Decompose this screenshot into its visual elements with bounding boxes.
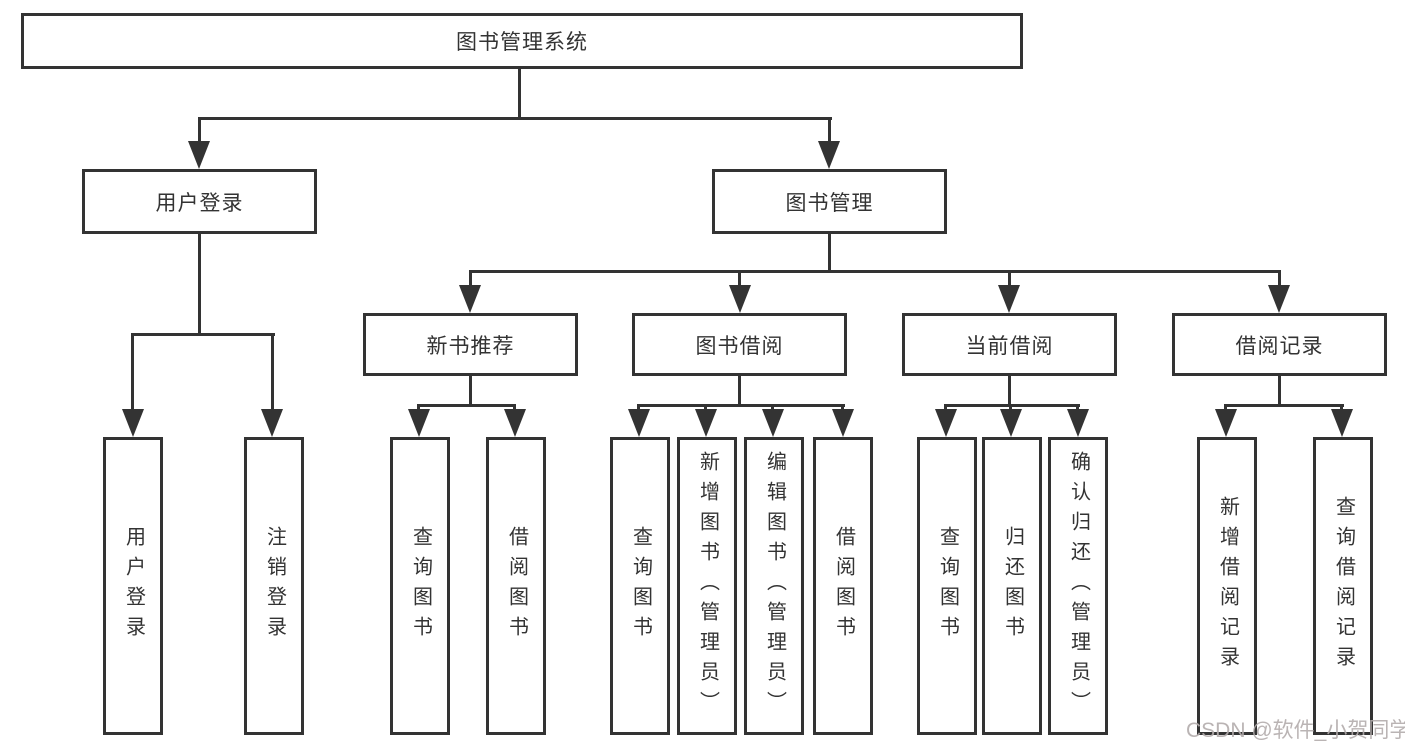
leaf-query-book-borrowing-label: 查询图书 (629, 526, 652, 646)
leaf-user-login: 用户登录 (103, 437, 163, 735)
node-book-management: 图书管理 (712, 169, 947, 234)
leaf-user-login-label: 用户登录 (122, 526, 145, 646)
connector-line (198, 234, 201, 336)
node-borrowing-records: 借阅记录 (1172, 313, 1387, 376)
leaf-add-book-admin-label: 新增图书（管理员） (696, 451, 719, 721)
node-book-borrowing: 图书借阅 (632, 313, 847, 376)
arrowhead (729, 285, 751, 313)
arrowhead (1000, 409, 1022, 437)
node-book-management-label: 图书管理 (785, 191, 874, 215)
node-user-login: 用户登录 (82, 169, 317, 234)
connector-line (469, 270, 1281, 273)
connector-line (198, 117, 832, 120)
leaf-query-book-borrowing: 查询图书 (610, 437, 670, 735)
connector-line (1278, 376, 1281, 407)
arrowhead (1215, 409, 1237, 437)
leaf-logout-label: 注销登录 (263, 526, 286, 646)
leaf-borrow-book-borrowing-label: 借阅图书 (832, 526, 855, 646)
leaf-query-book-current-label: 查询图书 (936, 526, 959, 646)
arrowhead (628, 409, 650, 437)
connector-line (518, 69, 521, 118)
leaf-query-book-recommend: 查询图书 (390, 437, 450, 735)
leaf-edit-book-admin-label: 编辑图书（管理员） (763, 451, 786, 721)
arrowhead (1067, 409, 1089, 437)
node-new-book-recommendation-label: 新书推荐 (426, 334, 515, 358)
arrowhead (762, 409, 784, 437)
node-current-borrowing: 当前借阅 (902, 313, 1117, 376)
leaf-edit-book-admin: 编辑图书（管理员） (744, 437, 804, 735)
arrowhead (832, 409, 854, 437)
arrowhead (695, 409, 717, 437)
leaf-borrow-book-borrowing: 借阅图书 (813, 437, 873, 735)
node-root: 图书管理系统 (21, 13, 1023, 69)
leaf-query-borrow-record: 查询借阅记录 (1313, 437, 1373, 735)
watermark: CSDN @软件_小贺同学 (1186, 719, 1405, 742)
connector-line (271, 333, 274, 413)
node-borrowing-records-label: 借阅记录 (1235, 334, 1324, 358)
leaf-query-book-current: 查询图书 (917, 437, 977, 735)
node-book-borrowing-label: 图书借阅 (695, 334, 784, 358)
connector-line (1008, 376, 1011, 407)
node-new-book-recommendation: 新书推荐 (363, 313, 578, 376)
connector-line (198, 117, 201, 145)
connector-line (637, 404, 845, 407)
arrowhead (261, 409, 283, 437)
leaf-confirm-return-admin-label: 确认归还（管理员） (1067, 451, 1090, 721)
leaf-borrow-book-recommend: 借阅图书 (486, 437, 546, 735)
arrowhead (504, 409, 526, 437)
node-current-borrowing-label: 当前借阅 (965, 334, 1054, 358)
connector-line (828, 234, 831, 272)
connector-line (944, 404, 1080, 407)
leaf-logout: 注销登录 (244, 437, 304, 735)
arrowhead (408, 409, 430, 437)
node-root-label: 图书管理系统 (456, 31, 588, 54)
arrowhead (122, 409, 144, 437)
connector-line (738, 270, 741, 288)
connector-line (131, 333, 275, 336)
arrowhead (998, 285, 1020, 313)
leaf-query-borrow-record-label: 查询借阅记录 (1332, 496, 1355, 676)
arrowhead (1331, 409, 1353, 437)
leaf-return-book-label: 归还图书 (1001, 526, 1024, 646)
arrowhead (459, 285, 481, 313)
node-user-login-label: 用户登录 (155, 191, 244, 215)
arrowhead (188, 141, 210, 169)
connector-line (1224, 404, 1344, 407)
arrowhead (818, 141, 840, 169)
connector-line (469, 376, 472, 407)
arrowhead (1268, 285, 1290, 313)
leaf-return-book: 归还图书 (982, 437, 1042, 735)
leaf-add-book-admin: 新增图书（管理员） (677, 437, 737, 735)
leaf-confirm-return-admin: 确认归还（管理员） (1048, 437, 1108, 735)
connector-line (417, 404, 516, 407)
connector-line (1278, 270, 1281, 288)
arrowhead (935, 409, 957, 437)
leaf-query-book-recommend-label: 查询图书 (409, 526, 432, 646)
connector-line (469, 270, 472, 288)
connector-line (131, 333, 134, 413)
connector-line (738, 376, 741, 407)
leaf-add-borrow-record: 新增借阅记录 (1197, 437, 1257, 735)
connector-line (1008, 270, 1011, 288)
connector-line (828, 117, 831, 145)
leaf-borrow-book-recommend-label: 借阅图书 (505, 526, 528, 646)
leaf-add-borrow-record-label: 新增借阅记录 (1216, 496, 1239, 676)
